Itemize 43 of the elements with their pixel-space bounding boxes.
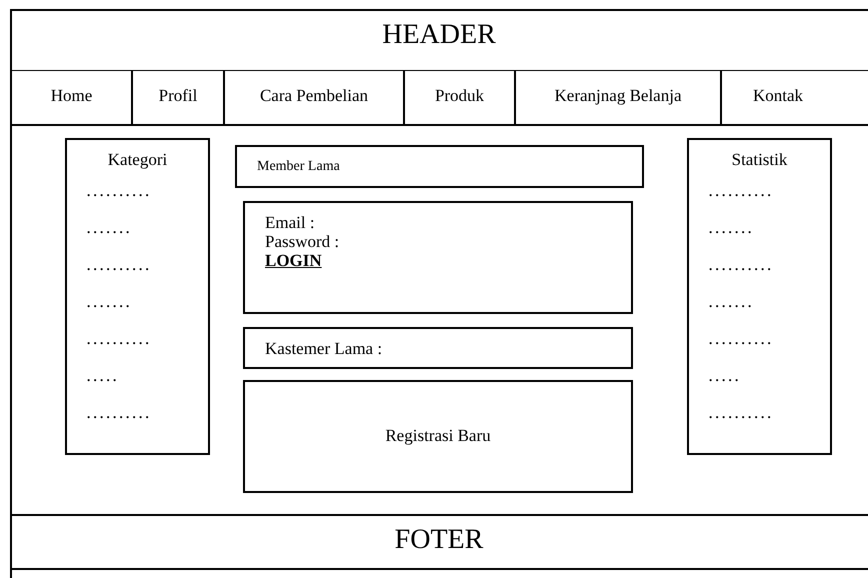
menu-tab — [131, 71, 225, 126]
panel-title: Kategori — [106, 150, 168, 170]
placeholder-dots: . . . . . . . . . . — [709, 184, 771, 200]
placeholder-dots: . . . . . . . . . . — [87, 258, 149, 274]
menu-tab — [720, 71, 868, 126]
field-label: Password : — [265, 232, 340, 252]
placeholder-dots: . . . . . . . — [709, 295, 752, 311]
menu-tab — [223, 71, 405, 126]
menu-tab — [403, 71, 516, 126]
section-label: Member Lama — [257, 159, 340, 175]
menu-tab — [514, 71, 722, 126]
placeholder-dots: . . . . . . . . . . — [709, 332, 771, 348]
section-title: HEADER — [381, 19, 497, 51]
menu-label: Keranjnag Belanja — [554, 86, 682, 106]
section-bar — [235, 145, 644, 188]
sidebar-panel — [687, 138, 832, 455]
panel-title: Statistik — [730, 150, 788, 170]
menu-label: Produk — [434, 86, 486, 106]
menu-label: Profil — [158, 86, 198, 106]
placeholder-dots: . . . . . . . . . . — [87, 184, 149, 200]
placeholder-dots: . . . . . . . . . . — [709, 406, 771, 422]
placeholder-dots: . . . . . . . — [87, 295, 130, 311]
login-panel — [243, 201, 633, 314]
page-section-band — [10, 514, 868, 570]
placeholder-dots: . . . . . — [87, 369, 116, 385]
placeholder-dots: . . . . . . . . . . — [87, 406, 149, 422]
sidebar-panel — [65, 138, 210, 455]
menu-label: Home — [50, 86, 94, 106]
menu-label: Cara Pembelian — [258, 86, 370, 106]
menu-tab — [10, 71, 133, 126]
login-link: LOGIN — [265, 251, 322, 271]
section-bar — [243, 327, 633, 369]
field-label: Email : — [265, 213, 315, 233]
placeholder-dots: . . . . . . . . . . — [87, 332, 149, 348]
placeholder-dots: . . . . . — [709, 369, 738, 385]
section-label: Kastemer Lama : — [265, 339, 382, 359]
panel-label: Registrasi Baru — [384, 426, 492, 446]
menu-label: Kontak — [752, 86, 804, 106]
placeholder-dots: . . . . . . . — [709, 221, 752, 237]
placeholder-dots: . . . . . . . — [87, 221, 130, 237]
registration-panel — [243, 380, 633, 493]
section-title: FOTER — [394, 524, 484, 556]
placeholder-dots: . . . . . . . . . . — [709, 258, 771, 274]
